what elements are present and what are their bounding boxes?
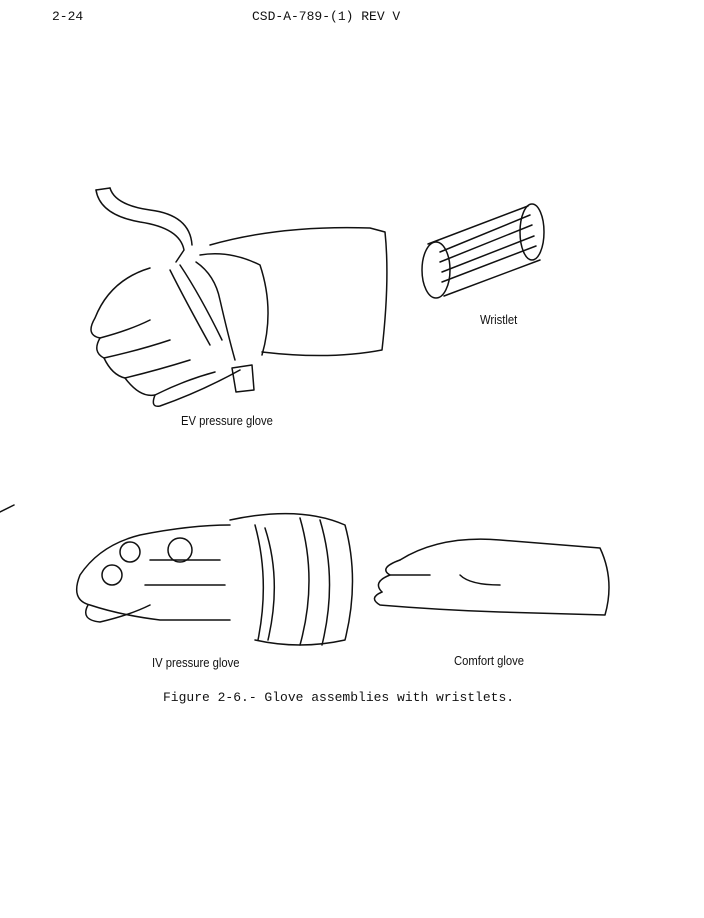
ev-pressure-glove-drawing [90, 187, 388, 408]
comfort-glove-drawing [373, 538, 610, 616]
wristlet-label: Wristlet [480, 313, 518, 327]
margin-mark [0, 504, 15, 513]
comfort-glove-label: Comfort glove [454, 654, 525, 668]
wristlet-drawing [421, 203, 545, 299]
figure-caption: Figure 2-6.- Glove assemblies with wrist… [163, 690, 515, 705]
page-number: 2-24 [52, 9, 84, 24]
ev-glove-label: EV pressure glove [181, 414, 273, 428]
iv-pressure-glove-drawing [75, 512, 354, 646]
iv-glove-label: IV pressure glove [152, 656, 240, 670]
document-id: CSD-A-789-(1) REV V [252, 9, 401, 24]
